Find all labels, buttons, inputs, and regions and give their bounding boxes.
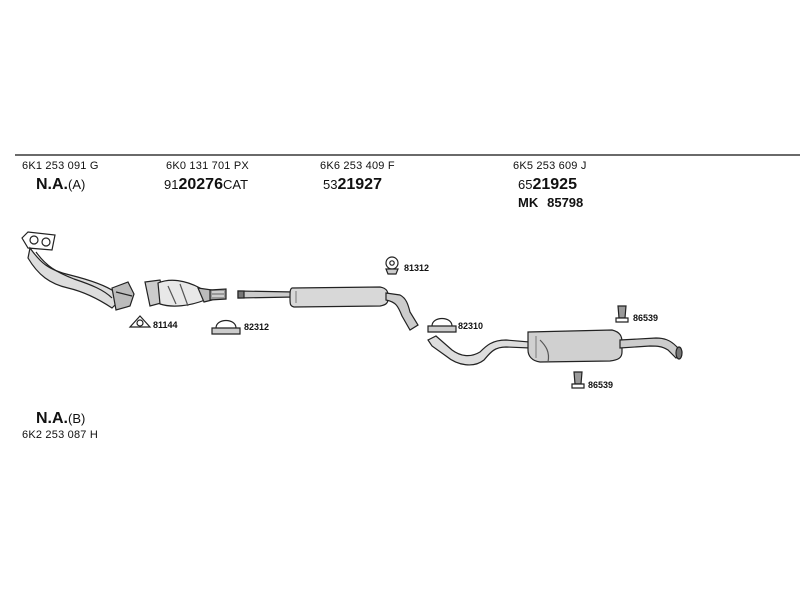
clamp-code: 82312 [244, 322, 270, 332]
oem-number: 6K5 253 609 J [513, 160, 587, 172]
catalytic-converter-part [144, 279, 227, 307]
middle-silencer-part [237, 286, 419, 331]
oem-number: 6K0 131 701 PX [166, 160, 249, 172]
bolt-icon [615, 305, 629, 323]
part-variant: (B) [68, 411, 86, 426]
part-label: N.A.(B) [36, 411, 85, 427]
part-suffix: CAT [222, 177, 249, 192]
kit-number: 85798 [547, 195, 584, 210]
part-number: 21927 [337, 176, 382, 193]
part-name: N.A. [36, 410, 68, 427]
gasket-icon [128, 315, 152, 328]
part-number: 21925 [532, 176, 577, 193]
part-label: 5321927 [323, 177, 382, 193]
oem-number: 6K6 253 409 F [320, 160, 395, 172]
part-prefix: 91 [164, 177, 179, 192]
rear-silencer-part [427, 329, 683, 366]
clamp-icon [211, 319, 241, 335]
part-variant: (A) [68, 177, 86, 192]
part-label: 6521925 [518, 177, 577, 193]
part-prefix: 65 [518, 177, 533, 192]
part-name: N.A. [36, 176, 68, 193]
clamp-icon [427, 317, 457, 333]
clamp-code: 86539 [633, 313, 659, 323]
clamp-code: 81144 [153, 320, 178, 330]
clamp-code: 82310 [458, 321, 484, 331]
oem-number: 6K2 253 087 H [22, 429, 98, 441]
kit-prefix: MK [518, 195, 539, 210]
clamp-code: 81312 [404, 263, 430, 273]
part-label: 9120276CAT [164, 177, 248, 193]
front-pipe-part [21, 231, 135, 311]
oem-number: 6K1 253 091 G [22, 160, 99, 172]
part-number: 20276 [178, 176, 223, 193]
bolt-icon [571, 371, 585, 389]
part-prefix: 53 [323, 177, 338, 192]
hanger-icon [385, 256, 399, 275]
clamp-code: 86539 [588, 380, 614, 390]
kit-label: MK 85798 [518, 195, 583, 211]
part-label: N.A.(A) [36, 177, 85, 193]
